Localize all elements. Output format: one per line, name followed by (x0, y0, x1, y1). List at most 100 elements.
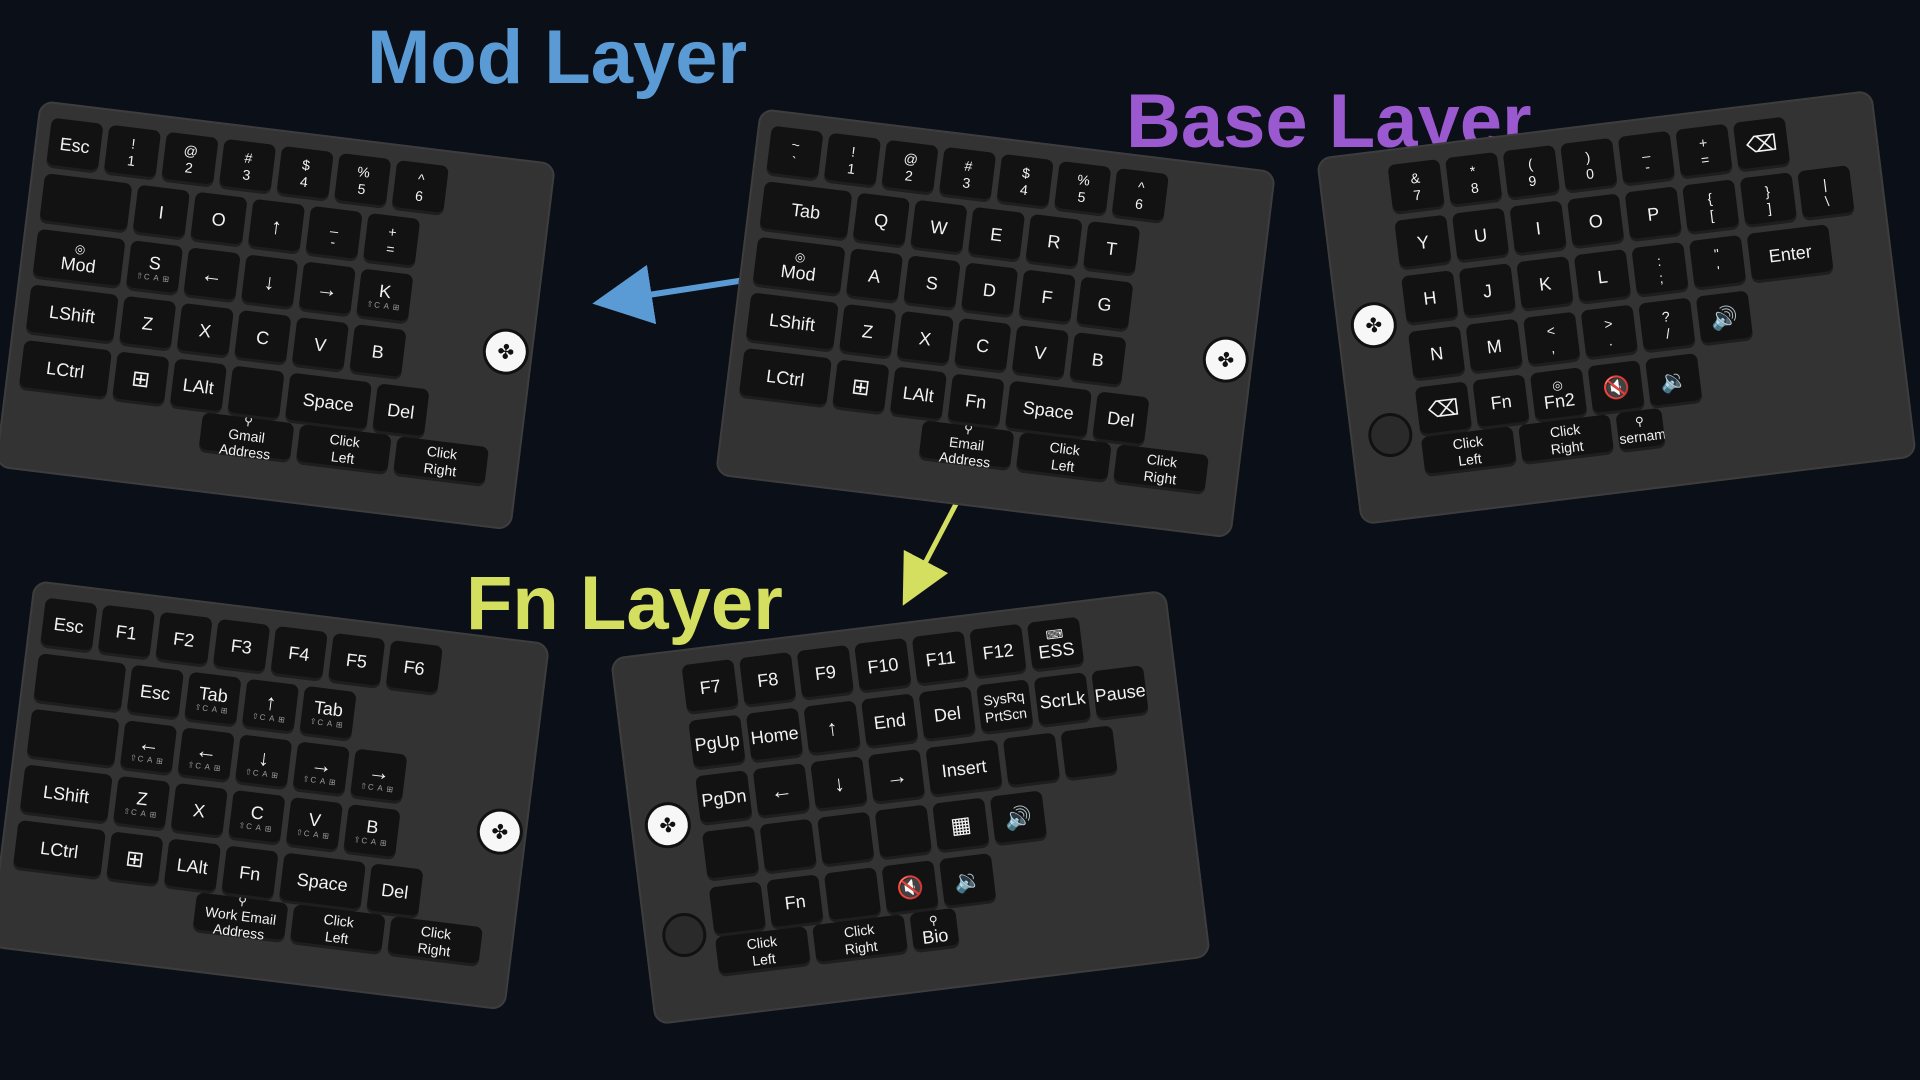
key: ⊞ (105, 831, 164, 888)
key-label: Del (386, 399, 416, 423)
key: LShift (19, 764, 113, 825)
key: X (176, 302, 234, 359)
key-label: | \ (1822, 176, 1830, 210)
key-label: Insert (940, 755, 988, 781)
key: ScrLk (1033, 672, 1092, 729)
key: ◎Mod (32, 228, 126, 290)
key-label: Click Right (843, 921, 879, 958)
key: 🔇 (881, 860, 940, 917)
key: ⌨ESS (1026, 616, 1085, 673)
key: ~ ` (765, 125, 824, 182)
key-label: ? / (1661, 308, 1671, 342)
key (1002, 732, 1061, 789)
key-label: LAlt (901, 382, 935, 406)
key: > . (1580, 304, 1639, 361)
key: ⌫ (1414, 381, 1473, 438)
key: P (1624, 186, 1683, 243)
key-label: S (924, 272, 940, 294)
key-label: F6 (402, 656, 426, 679)
key: Q (852, 192, 911, 249)
key-label: LCtrl (39, 837, 80, 862)
key-label: ↑ (263, 688, 278, 716)
key: LAlt (163, 838, 222, 895)
key: B (348, 324, 407, 381)
thumb-key: ⚲Username (1615, 407, 1666, 454)
windows-icon: ⊞ (130, 365, 152, 393)
key-label: B (365, 816, 380, 838)
key: T (1082, 220, 1141, 277)
key: Esc (39, 597, 98, 654)
key-label: M (1485, 335, 1503, 358)
key-label: # 3 (241, 149, 254, 184)
key: Tab (759, 181, 853, 242)
key: Fn (220, 845, 279, 902)
key-label: % 5 (1076, 171, 1091, 206)
mod-layer-title: Mod Layer (367, 15, 748, 100)
key-label: ( 9 (1527, 155, 1538, 190)
key-label: C (255, 326, 271, 349)
key: : ; (1631, 241, 1690, 298)
modifier-hint: ⇧C A ⊞ (353, 834, 389, 848)
key: | \ (1797, 165, 1855, 222)
key: LCtrl (12, 819, 106, 881)
key-label: _ - (1640, 141, 1651, 175)
key-label: Esc (52, 613, 85, 637)
key-label: Q (873, 209, 890, 231)
key: ← (752, 763, 811, 820)
key-label: V (1033, 341, 1048, 364)
key-label: Click Right (1549, 421, 1585, 458)
key: PgUp (688, 714, 746, 771)
search-icon: ⚲ (1634, 414, 1645, 430)
key-label: A (867, 265, 882, 287)
key: Y (1394, 214, 1452, 271)
key: Fn (1472, 374, 1531, 431)
key: F5 (327, 632, 386, 689)
key: @ 2 (880, 139, 939, 196)
key: { [ (1682, 179, 1740, 236)
modifier-hint: ⇧C A ⊞ (244, 767, 280, 781)
backspace-icon: ⌫ (1426, 394, 1461, 424)
key-label: PgDn (700, 785, 748, 811)
key-label: E (989, 223, 1004, 245)
key: C⇧C A ⊞ (227, 789, 286, 846)
key-label: Del (380, 879, 410, 903)
key: ↓ (240, 254, 299, 311)
key: Space (284, 372, 373, 433)
backspace-icon: ⌫ (1744, 130, 1779, 159)
key-label: ! 1 (126, 135, 137, 169)
mute-icon: 🔇 (1601, 373, 1632, 403)
key-label: → (366, 758, 392, 786)
key-label: X (191, 799, 207, 822)
key (33, 653, 127, 714)
key: LCtrl (738, 347, 832, 409)
key: A (845, 248, 904, 305)
key-label: X (197, 319, 213, 342)
key: Insert (925, 739, 1003, 798)
key: Tab⇧C A ⊞ (183, 671, 242, 728)
key-label: → (314, 275, 340, 304)
key: ! 1 (823, 132, 882, 189)
key-label: T (1104, 237, 1119, 260)
key: " ' (1688, 234, 1747, 291)
modifier-hint: ⇧C A ⊞ (238, 820, 274, 834)
key-label: % 5 (356, 163, 371, 198)
key: ? / (1638, 297, 1696, 354)
key-label: Z (140, 312, 155, 334)
key: W (909, 199, 968, 256)
key-label: & 7 (1409, 169, 1423, 204)
key-label: ^ 6 (414, 170, 426, 205)
key: ^ 6 (1111, 167, 1169, 224)
modifier-hint: ⇧C A ⊞ (129, 752, 165, 766)
key-label: C (975, 334, 991, 357)
key: S (903, 255, 961, 312)
key-label: Bio (921, 924, 950, 948)
key-label: I (157, 201, 165, 223)
key-label: LCtrl (45, 357, 86, 382)
key: F9 (796, 644, 855, 701)
key: ^ 6 (391, 159, 449, 216)
key-label: ↑ (825, 715, 840, 742)
key-label: SysRq PrtScn (982, 688, 1028, 726)
key: ! 1 (103, 124, 162, 181)
key-label: F5 (344, 649, 369, 672)
key-label: ! 1 (846, 143, 857, 177)
